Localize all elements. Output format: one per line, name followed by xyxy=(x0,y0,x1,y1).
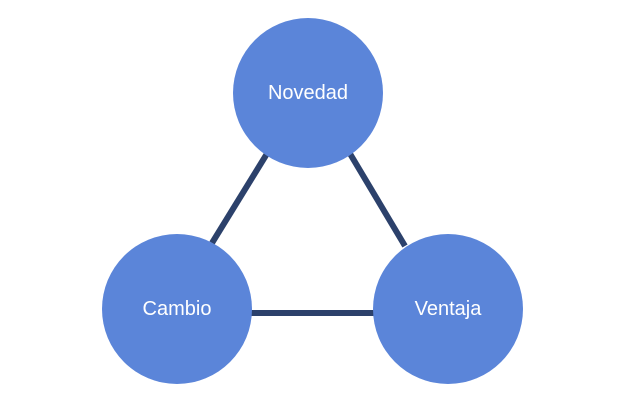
edges-layer xyxy=(209,150,408,316)
nodes-layer: Novedad Cambio Ventaja xyxy=(102,18,523,384)
node-cambio-circle xyxy=(102,234,252,384)
node-cambio-label: Cambio xyxy=(143,298,212,320)
node-novedad-circle xyxy=(233,18,383,168)
node-cambio: Cambio xyxy=(102,234,252,384)
edge-novedad-ventaja xyxy=(346,150,408,248)
node-ventaja-circle xyxy=(373,234,523,384)
node-ventaja: Ventaja xyxy=(373,234,523,384)
node-novedad-label: Novedad xyxy=(268,82,348,104)
node-novedad: Novedad xyxy=(233,18,383,168)
edge-novedad-cambio xyxy=(209,150,271,245)
node-ventaja-label: Ventaja xyxy=(415,298,483,320)
